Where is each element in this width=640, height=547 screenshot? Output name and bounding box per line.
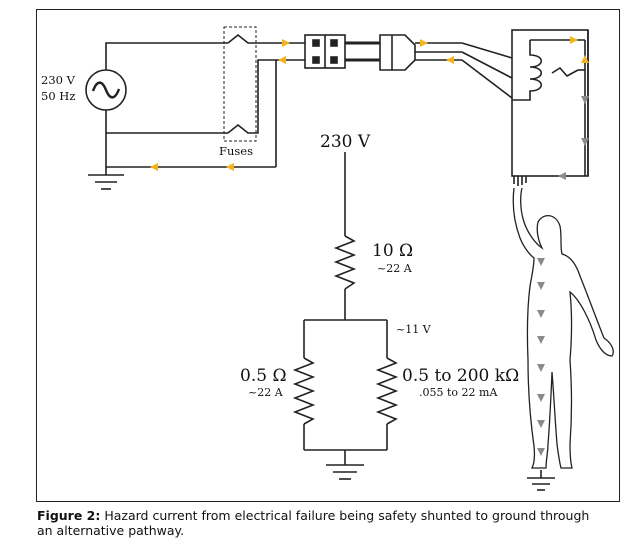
appliance-housing bbox=[511, 29, 589, 177]
caption-label: Figure 2: bbox=[37, 508, 101, 523]
person-figure bbox=[512, 187, 614, 469]
series-resistor-icon bbox=[333, 235, 357, 290]
series-resistor-current: ~22 A bbox=[377, 262, 413, 275]
source-bottom-wire bbox=[105, 110, 228, 134]
figure-frame bbox=[36, 9, 620, 502]
plug-right-icon bbox=[379, 34, 416, 71]
body-path-value: 0.5 to 200 kΩ bbox=[402, 366, 519, 386]
ground-icon-circuit bbox=[326, 464, 364, 480]
supply-voltage-label: 230 V bbox=[320, 132, 371, 152]
source-top-wire bbox=[105, 42, 228, 70]
switch-icon bbox=[551, 66, 579, 78]
fuses-label: Fuses bbox=[219, 144, 253, 158]
ground-icon-person bbox=[527, 470, 555, 491]
current-arrows bbox=[150, 36, 589, 171]
fuse-box bbox=[223, 26, 257, 142]
body-path-current: .055 to 22 mA bbox=[419, 386, 498, 399]
node-voltage-label: ~11 V bbox=[396, 323, 432, 336]
body-path-resistor-icon bbox=[375, 357, 399, 425]
fuse-top-icon bbox=[227, 33, 305, 44]
caption-text: Hazard current from electrical failure b… bbox=[37, 508, 590, 538]
source-frequency-label: 50 Hz bbox=[41, 89, 75, 103]
body-current-arrows bbox=[537, 96, 589, 456]
fuse-bottom-icon bbox=[227, 59, 305, 134]
ground-path-resistor-icon bbox=[292, 357, 316, 425]
sine-wave-icon bbox=[91, 81, 121, 99]
finger-contact-icon bbox=[513, 176, 527, 186]
ground-path-current: ~22 A bbox=[248, 386, 284, 399]
ground-path-value: 0.5 Ω bbox=[240, 366, 287, 386]
source-voltage-label: 230 V bbox=[41, 73, 76, 87]
series-resistor-value: 10 Ω bbox=[372, 241, 413, 261]
ground-icon-source bbox=[88, 174, 124, 190]
figure-caption: Figure 2: Hazard current from electrical… bbox=[37, 508, 597, 538]
coil-icon bbox=[512, 40, 543, 101]
